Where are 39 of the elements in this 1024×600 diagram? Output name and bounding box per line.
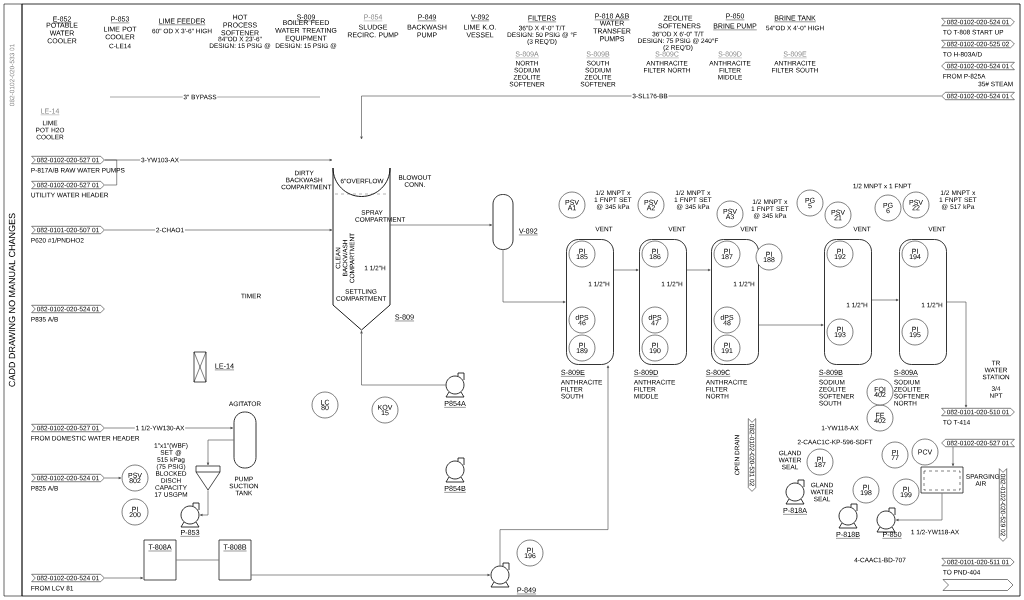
flow-line [104,576,144,580]
flow-line [871,298,899,302]
pump-symbol [838,503,858,529]
flow-line [613,268,639,272]
flow-line [499,365,610,566]
pump-symbol [785,479,805,505]
flow-line [104,159,117,186]
flow-line [686,268,711,272]
cone-tank [195,465,221,491]
flow-line [502,249,566,304]
flow-line [199,489,209,517]
flow-line [360,330,446,386]
flow-line [104,476,122,480]
flow-line [251,573,491,577]
flow-line [176,559,219,561]
vessel [711,239,759,365]
vessel [899,239,947,365]
flow-line [360,95,942,140]
vessel [566,239,614,365]
pump-symbol [445,457,465,483]
flow-line [895,493,943,522]
equipment-box [193,351,207,383]
pump-symbol [876,507,896,533]
flow-line [104,228,333,232]
flow-line [389,223,493,227]
flow-line [206,439,234,466]
pump-symbol [445,372,465,398]
flow-line [758,323,824,327]
vessel [233,411,257,469]
pump-symbol [180,502,200,528]
pump-symbol [490,562,510,588]
vessel [639,239,687,365]
vessel [824,239,872,365]
drawing-note: CADD DRAWING NO MANUAL CHANGES [8,213,16,387]
off-page-connector [942,579,1014,591]
flow-line [946,301,968,408]
vessel [492,194,514,250]
flow-line [951,446,955,467]
equipment-box [920,466,964,494]
